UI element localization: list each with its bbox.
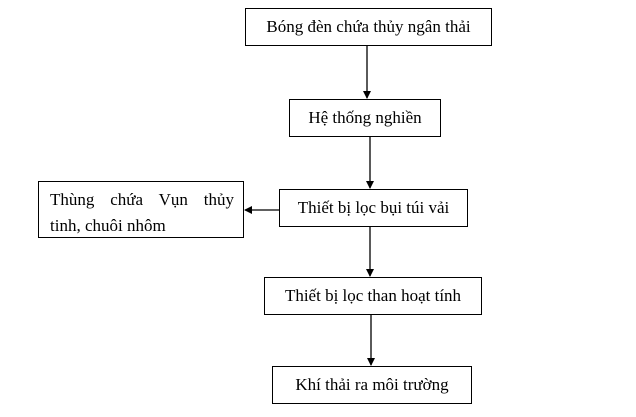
- node-bag-filter: Thiết bị lọc bụi túi vải: [279, 189, 468, 227]
- node-label: Khí thải ra môi trường: [295, 375, 449, 394]
- node-label: Hệ thống nghiền: [308, 108, 422, 127]
- node-label: Thiết bị lọc bụi túi vải: [297, 198, 450, 217]
- node-exhaust-to-environment: Khí thải ra môi trường: [272, 366, 472, 404]
- node-label-line-1: Thùng chứa Vụn thủy: [50, 190, 234, 209]
- node-waste-mercury-lamps: Bóng đèn chứa thủy ngân thải: [245, 8, 492, 46]
- node-glass-aluminum-container: Thùng chứa Vụn thủy tinh, chuôi nhôm: [38, 181, 244, 238]
- node-label: Bóng đèn chứa thủy ngân thải: [266, 17, 471, 36]
- node-activated-carbon-filter: Thiết bị lọc than hoạt tính: [264, 277, 482, 315]
- node-label: Thiết bị lọc than hoạt tính: [284, 286, 462, 305]
- node-crushing-system: Hệ thống nghiền: [289, 99, 441, 137]
- node-label-line-2: tinh, chuôi nhôm: [50, 216, 166, 235]
